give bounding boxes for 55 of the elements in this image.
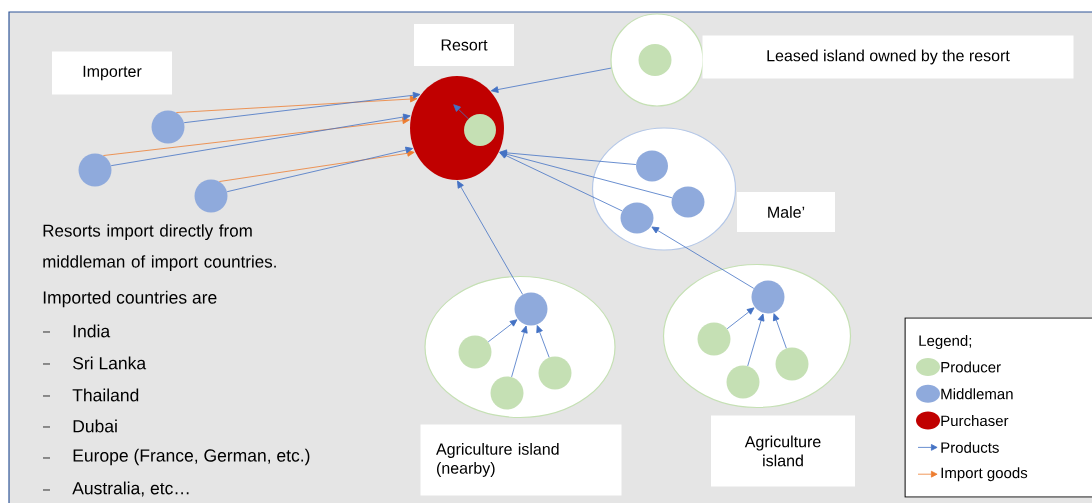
legend-label: Producer	[941, 361, 1001, 373]
list-item: Thailand	[72, 388, 139, 402]
arrow	[747, 313, 765, 367]
arrow	[773, 313, 787, 349]
middleman-circle	[636, 150, 668, 182]
label-box: Resort	[414, 24, 514, 66]
text-line: Imported countries are	[43, 290, 217, 308]
producer-circle	[458, 335, 492, 369]
label-box: Agriculture island	[711, 415, 855, 487]
producer-circle	[538, 356, 572, 390]
list-item: Dubai	[73, 419, 117, 433]
arrow	[499, 150, 673, 199]
arrow	[110, 113, 411, 167]
legend-label: Import goods	[941, 467, 1028, 482]
arrow	[651, 226, 755, 289]
paragraph: Resorts import directly from middleman of import countries.	[43, 224, 276, 272]
middleman-circle	[671, 186, 705, 218]
producer-circle	[638, 44, 672, 76]
list-item: India	[73, 324, 111, 338]
label-box: Agriculture island (nearby)	[420, 424, 622, 496]
node-label: Leased island owned by the resort	[767, 49, 1010, 65]
list-item: Europe (France, German, etc.)	[73, 448, 310, 466]
middleman-circle	[751, 280, 785, 314]
legend-label: Middleman	[941, 388, 1013, 400]
producer-circle	[775, 347, 809, 381]
arrow	[726, 307, 755, 330]
middleman-circle	[151, 110, 185, 144]
label-box: Leased island owned by the resort	[702, 35, 1074, 79]
arrow	[226, 146, 413, 193]
middleman-circle	[514, 292, 548, 326]
middleman-circle	[194, 179, 228, 213]
legend-title: Legend;	[919, 335, 972, 349]
producer-circle	[726, 365, 760, 399]
legend-label: Products	[941, 441, 999, 453]
list-item: Sri Lanka	[73, 356, 147, 370]
label-box: Importer	[52, 51, 172, 95]
arrow	[457, 180, 524, 295]
arrow	[218, 149, 415, 182]
middleman-circle	[78, 153, 112, 187]
arrow	[102, 117, 410, 156]
producer-circle	[490, 376, 524, 410]
arrow	[175, 95, 418, 113]
arrow	[183, 91, 421, 124]
arrow	[536, 325, 550, 358]
middleman-circle	[620, 202, 654, 234]
label-box: Male’	[737, 192, 835, 232]
producer-circle	[697, 322, 731, 356]
arrow	[511, 325, 528, 378]
producer-circle	[464, 114, 496, 146]
arrow	[453, 104, 469, 120]
arrow	[490, 67, 612, 93]
list-item: Australia, etc…	[72, 481, 189, 497]
arrow	[499, 152, 623, 212]
arrow	[487, 319, 518, 343]
legend-label: Purchaser	[941, 415, 1009, 427]
